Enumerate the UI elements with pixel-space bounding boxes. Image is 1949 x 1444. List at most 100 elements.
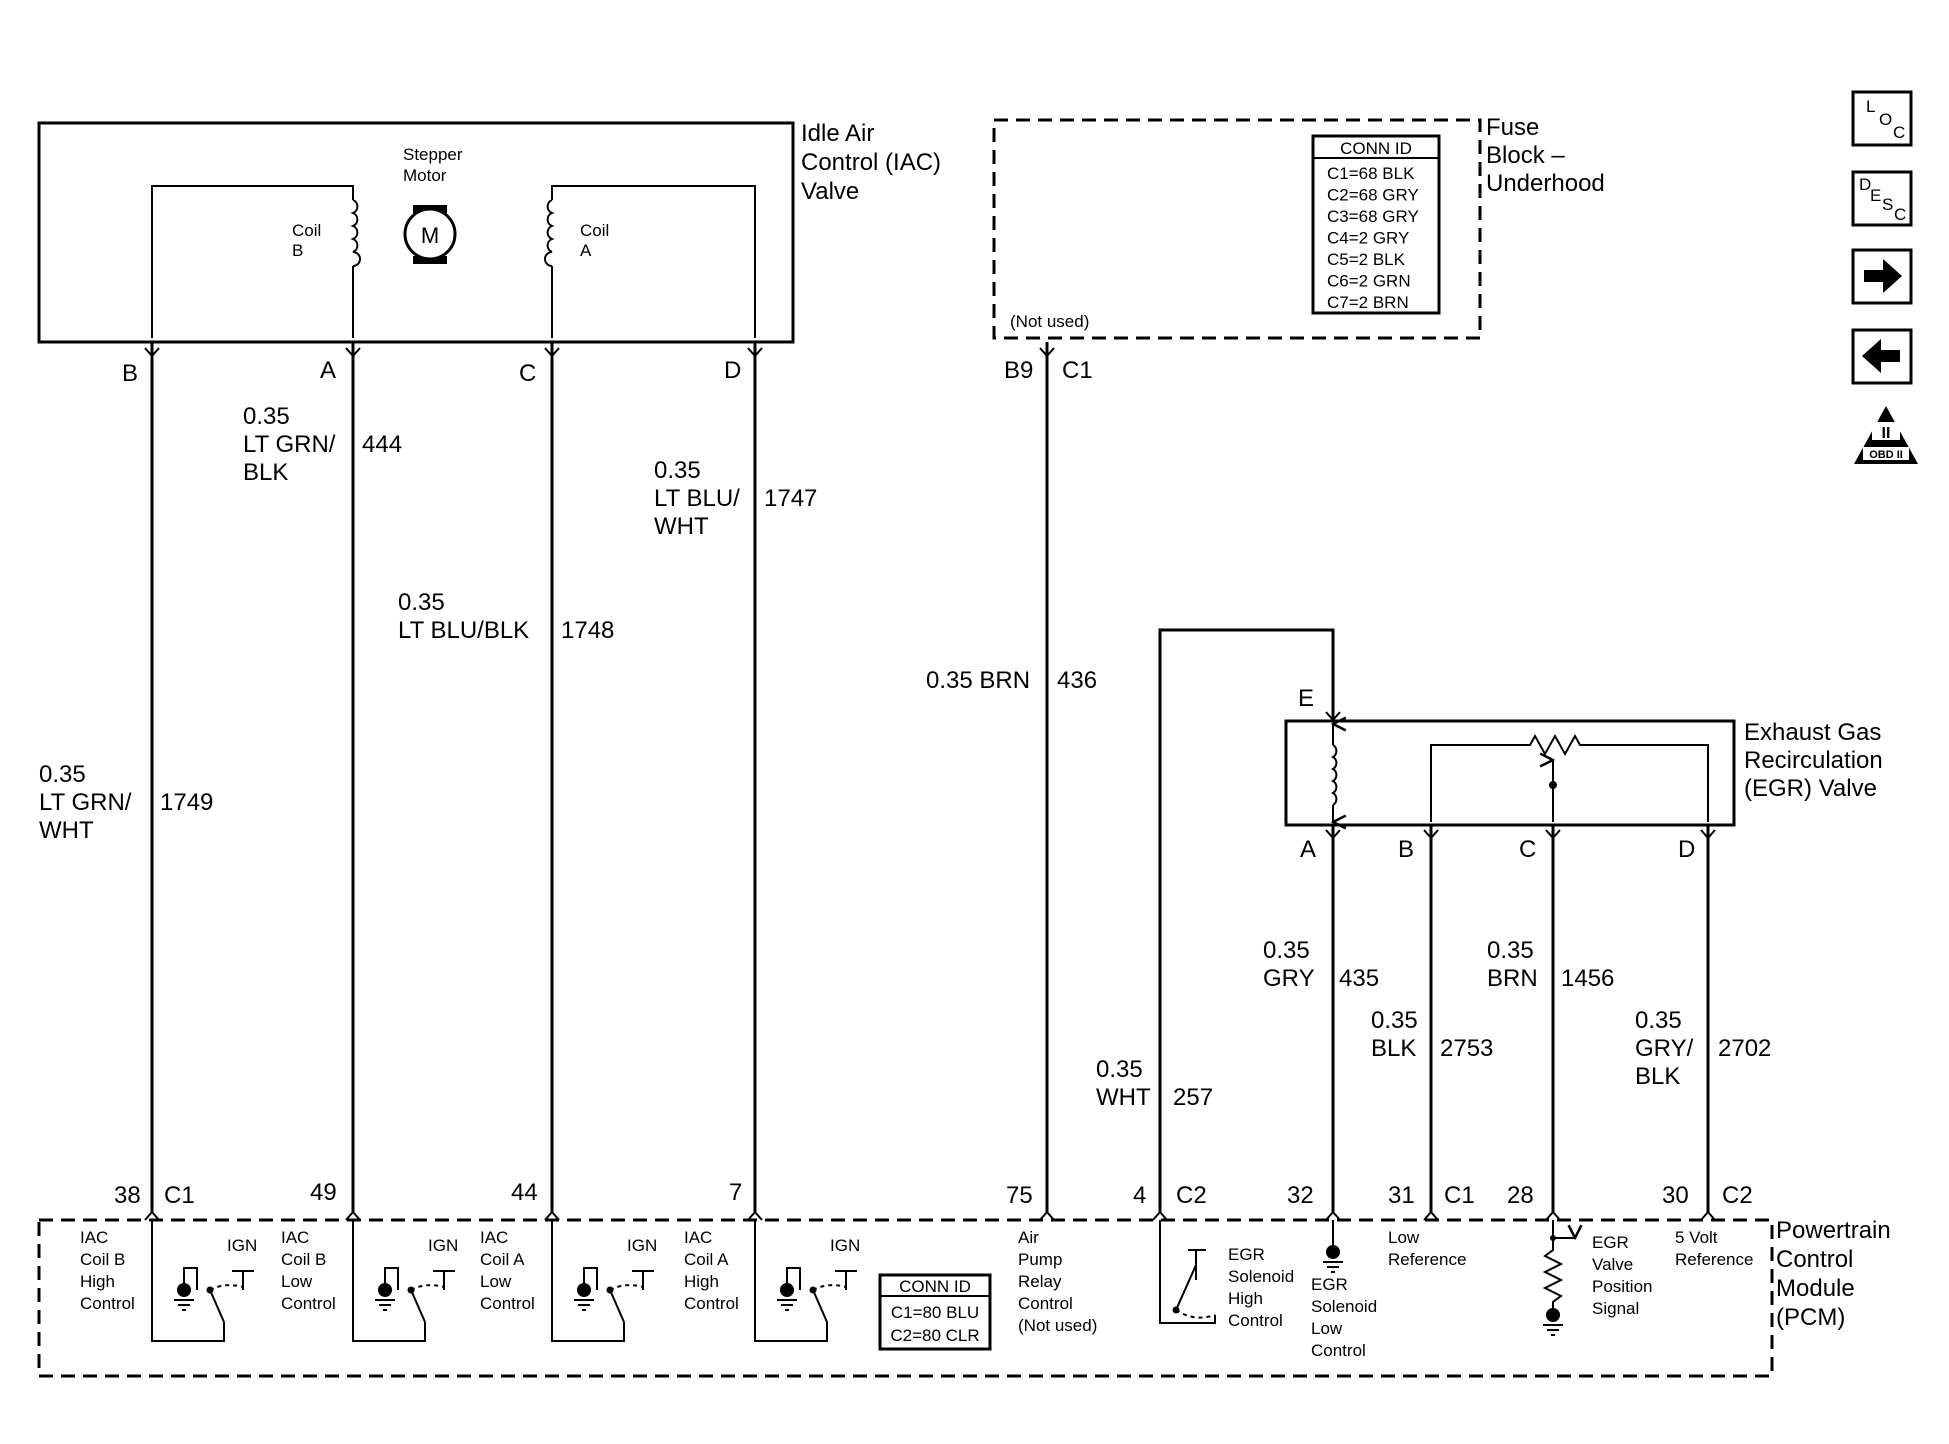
- fuse-conn-row: C1=68 BLK: [1327, 164, 1415, 183]
- wire-gauge-color: WHT: [654, 513, 709, 540]
- pin-pcm-c1-a: C1: [164, 1182, 195, 1209]
- pcm-function-label: Signal: [1592, 1299, 1639, 1318]
- wire-gauge-color: LT GRN/: [243, 431, 336, 458]
- pcm-function-label: High: [80, 1272, 115, 1291]
- wire-circuit-number: 444: [362, 431, 402, 458]
- pcm-title-3: Module: [1776, 1275, 1855, 1302]
- pin-pcm-44: 44: [511, 1179, 538, 1206]
- pcm-function-label: Low: [1388, 1228, 1420, 1247]
- wire-circuit-number: 435: [1339, 965, 1379, 992]
- connector-chevron: [1039, 1210, 1055, 1221]
- iac-title-1: Idle Air: [801, 120, 874, 147]
- egr-high-switch-icon: [1159, 1220, 1216, 1324]
- pin-pcm-c1-b: C1: [1444, 1182, 1475, 1209]
- pcm-function-label: Reference: [1388, 1250, 1466, 1269]
- egr-title-3: (EGR) Valve: [1744, 775, 1877, 802]
- pin-egr-a: A: [1300, 836, 1316, 863]
- egr-title-1: Exhaust Gas: [1744, 719, 1881, 746]
- pcm-function-label: Control: [480, 1294, 535, 1313]
- pin-pcm-75: 75: [1006, 1182, 1033, 1209]
- prev-page-button[interactable]: [1851, 328, 1913, 385]
- connector-chevron: [1423, 1210, 1439, 1221]
- connector-chevron: [1325, 1210, 1341, 1221]
- fuse-block-housing: [992, 118, 1482, 340]
- egr-position-sensor-icon: [1430, 733, 1709, 822]
- pcm-driver-switch-icon: IGN: [352, 1220, 458, 1342]
- loc-l: L: [1866, 97, 1875, 116]
- pcm-function-label: Solenoid: [1311, 1297, 1377, 1316]
- connector-chevron: [1325, 711, 1341, 722]
- iac-title-3: Valve: [801, 178, 859, 205]
- pin-iac-d: D: [724, 357, 741, 384]
- pin-egr-c: C: [1519, 836, 1536, 863]
- pin-labels: B A C D B9 C1 E A B C D 38 C1 49 44 7 75…: [114, 357, 1753, 1209]
- fuse-conn-row: C5=2 BLK: [1327, 250, 1406, 269]
- stepper-label-1: Stepper: [403, 145, 463, 164]
- fuse-conn-row: C3=68 GRY: [1327, 207, 1419, 226]
- fuse-not-used: (Not used): [1010, 312, 1089, 331]
- fuse-block: (Not used) Fuse Block – Underhood CONN I…: [992, 114, 1605, 340]
- desc-button[interactable]: D E S C: [1851, 170, 1913, 227]
- coil-b-icon: [350, 199, 361, 267]
- pcm-function-label: Low: [281, 1272, 313, 1291]
- pin-pcm-c2-a: C2: [1176, 1182, 1207, 1209]
- pcm-title-2: Control: [1776, 1246, 1853, 1273]
- connector-chevron: [1423, 829, 1439, 840]
- pcm-conn-row-2: C2=80 CLR: [890, 1326, 979, 1345]
- pcm-function-label: IAC: [281, 1228, 309, 1247]
- desc-s: S: [1882, 195, 1893, 214]
- fuse-title-1: Fuse: [1486, 114, 1539, 141]
- connector-chevron: [1039, 347, 1055, 358]
- ign-label: IGN: [830, 1236, 860, 1255]
- egr-valve-housing: [1284, 719, 1736, 827]
- coil-a-icon: [544, 199, 555, 267]
- pin-iac-b: B: [122, 360, 138, 387]
- obd-ii-button[interactable]: II OBD II: [1854, 406, 1918, 464]
- pcm-housing: [37, 1218, 1774, 1378]
- ign-label: IGN: [227, 1236, 257, 1255]
- fuse-conn-row: C6=2 GRN: [1327, 272, 1411, 291]
- pin-iac-a: A: [320, 357, 336, 384]
- pcm-function-label: Coil A: [480, 1250, 525, 1269]
- pin-iac-c: C: [519, 360, 536, 387]
- pcm-function-label: Control: [684, 1294, 739, 1313]
- connector-chevron: [345, 347, 361, 358]
- pcm-function-label: Coil B: [80, 1250, 125, 1269]
- pcm-function-label: Control: [281, 1294, 336, 1313]
- wire-gauge-color: 0.35: [1487, 937, 1534, 964]
- pin-pcm-28: 28: [1507, 1182, 1534, 1209]
- pcm-function-label: Relay: [1018, 1272, 1062, 1291]
- pcm-driver-switch-icon: IGN: [551, 1220, 657, 1342]
- iac-title-2: Control (IAC): [801, 149, 941, 176]
- connector-chevron: [144, 1210, 160, 1221]
- next-page-button[interactable]: [1851, 248, 1913, 305]
- nav-icons: L O C D E S C II OBD II: [1851, 90, 1918, 464]
- pcm-title-4: (PCM): [1776, 1304, 1845, 1331]
- obd-ii-numeral: II: [1882, 425, 1891, 442]
- connector-chevron: [1545, 1210, 1561, 1221]
- pin-pcm-49: 49: [310, 1179, 337, 1206]
- pcm-function-label: Low: [480, 1272, 512, 1291]
- loc-button[interactable]: L O C: [1851, 90, 1913, 147]
- pcm-conn-table: CONN ID C1=80 BLU C2=80 CLR: [878, 1273, 992, 1351]
- pin-egr-e: E: [1298, 685, 1314, 712]
- loc-c: C: [1893, 123, 1905, 142]
- wire-circuit-number: 257: [1173, 1084, 1213, 1111]
- pcm-function-label: High: [684, 1272, 719, 1291]
- coil-b-label-1: Coil: [292, 221, 321, 240]
- connector-chevron: [1325, 829, 1341, 840]
- pcm-function-label: IAC: [480, 1228, 508, 1247]
- wire-gauge-color: LT BLU/BLK: [398, 617, 529, 644]
- pcm-function-label: Valve: [1592, 1255, 1633, 1274]
- fuse-conn-row: C7=2 BRN: [1327, 293, 1409, 312]
- wire-circuit-number: 1749: [160, 789, 213, 816]
- coil-a-label-2: A: [580, 241, 592, 260]
- wire-gauge-color: WHT: [1096, 1084, 1151, 1111]
- pcm-conn-header: CONN ID: [899, 1277, 971, 1296]
- pcm: Powertrain Control Module (PCM) CONN ID …: [37, 1217, 1891, 1378]
- coil-b-label-2: B: [292, 241, 303, 260]
- wire-gauge-color: BRN: [1487, 965, 1538, 992]
- desc-d: D: [1859, 175, 1871, 194]
- wire-circuit-number: 2753: [1440, 1035, 1493, 1062]
- pcm-function-label: EGR: [1228, 1245, 1265, 1264]
